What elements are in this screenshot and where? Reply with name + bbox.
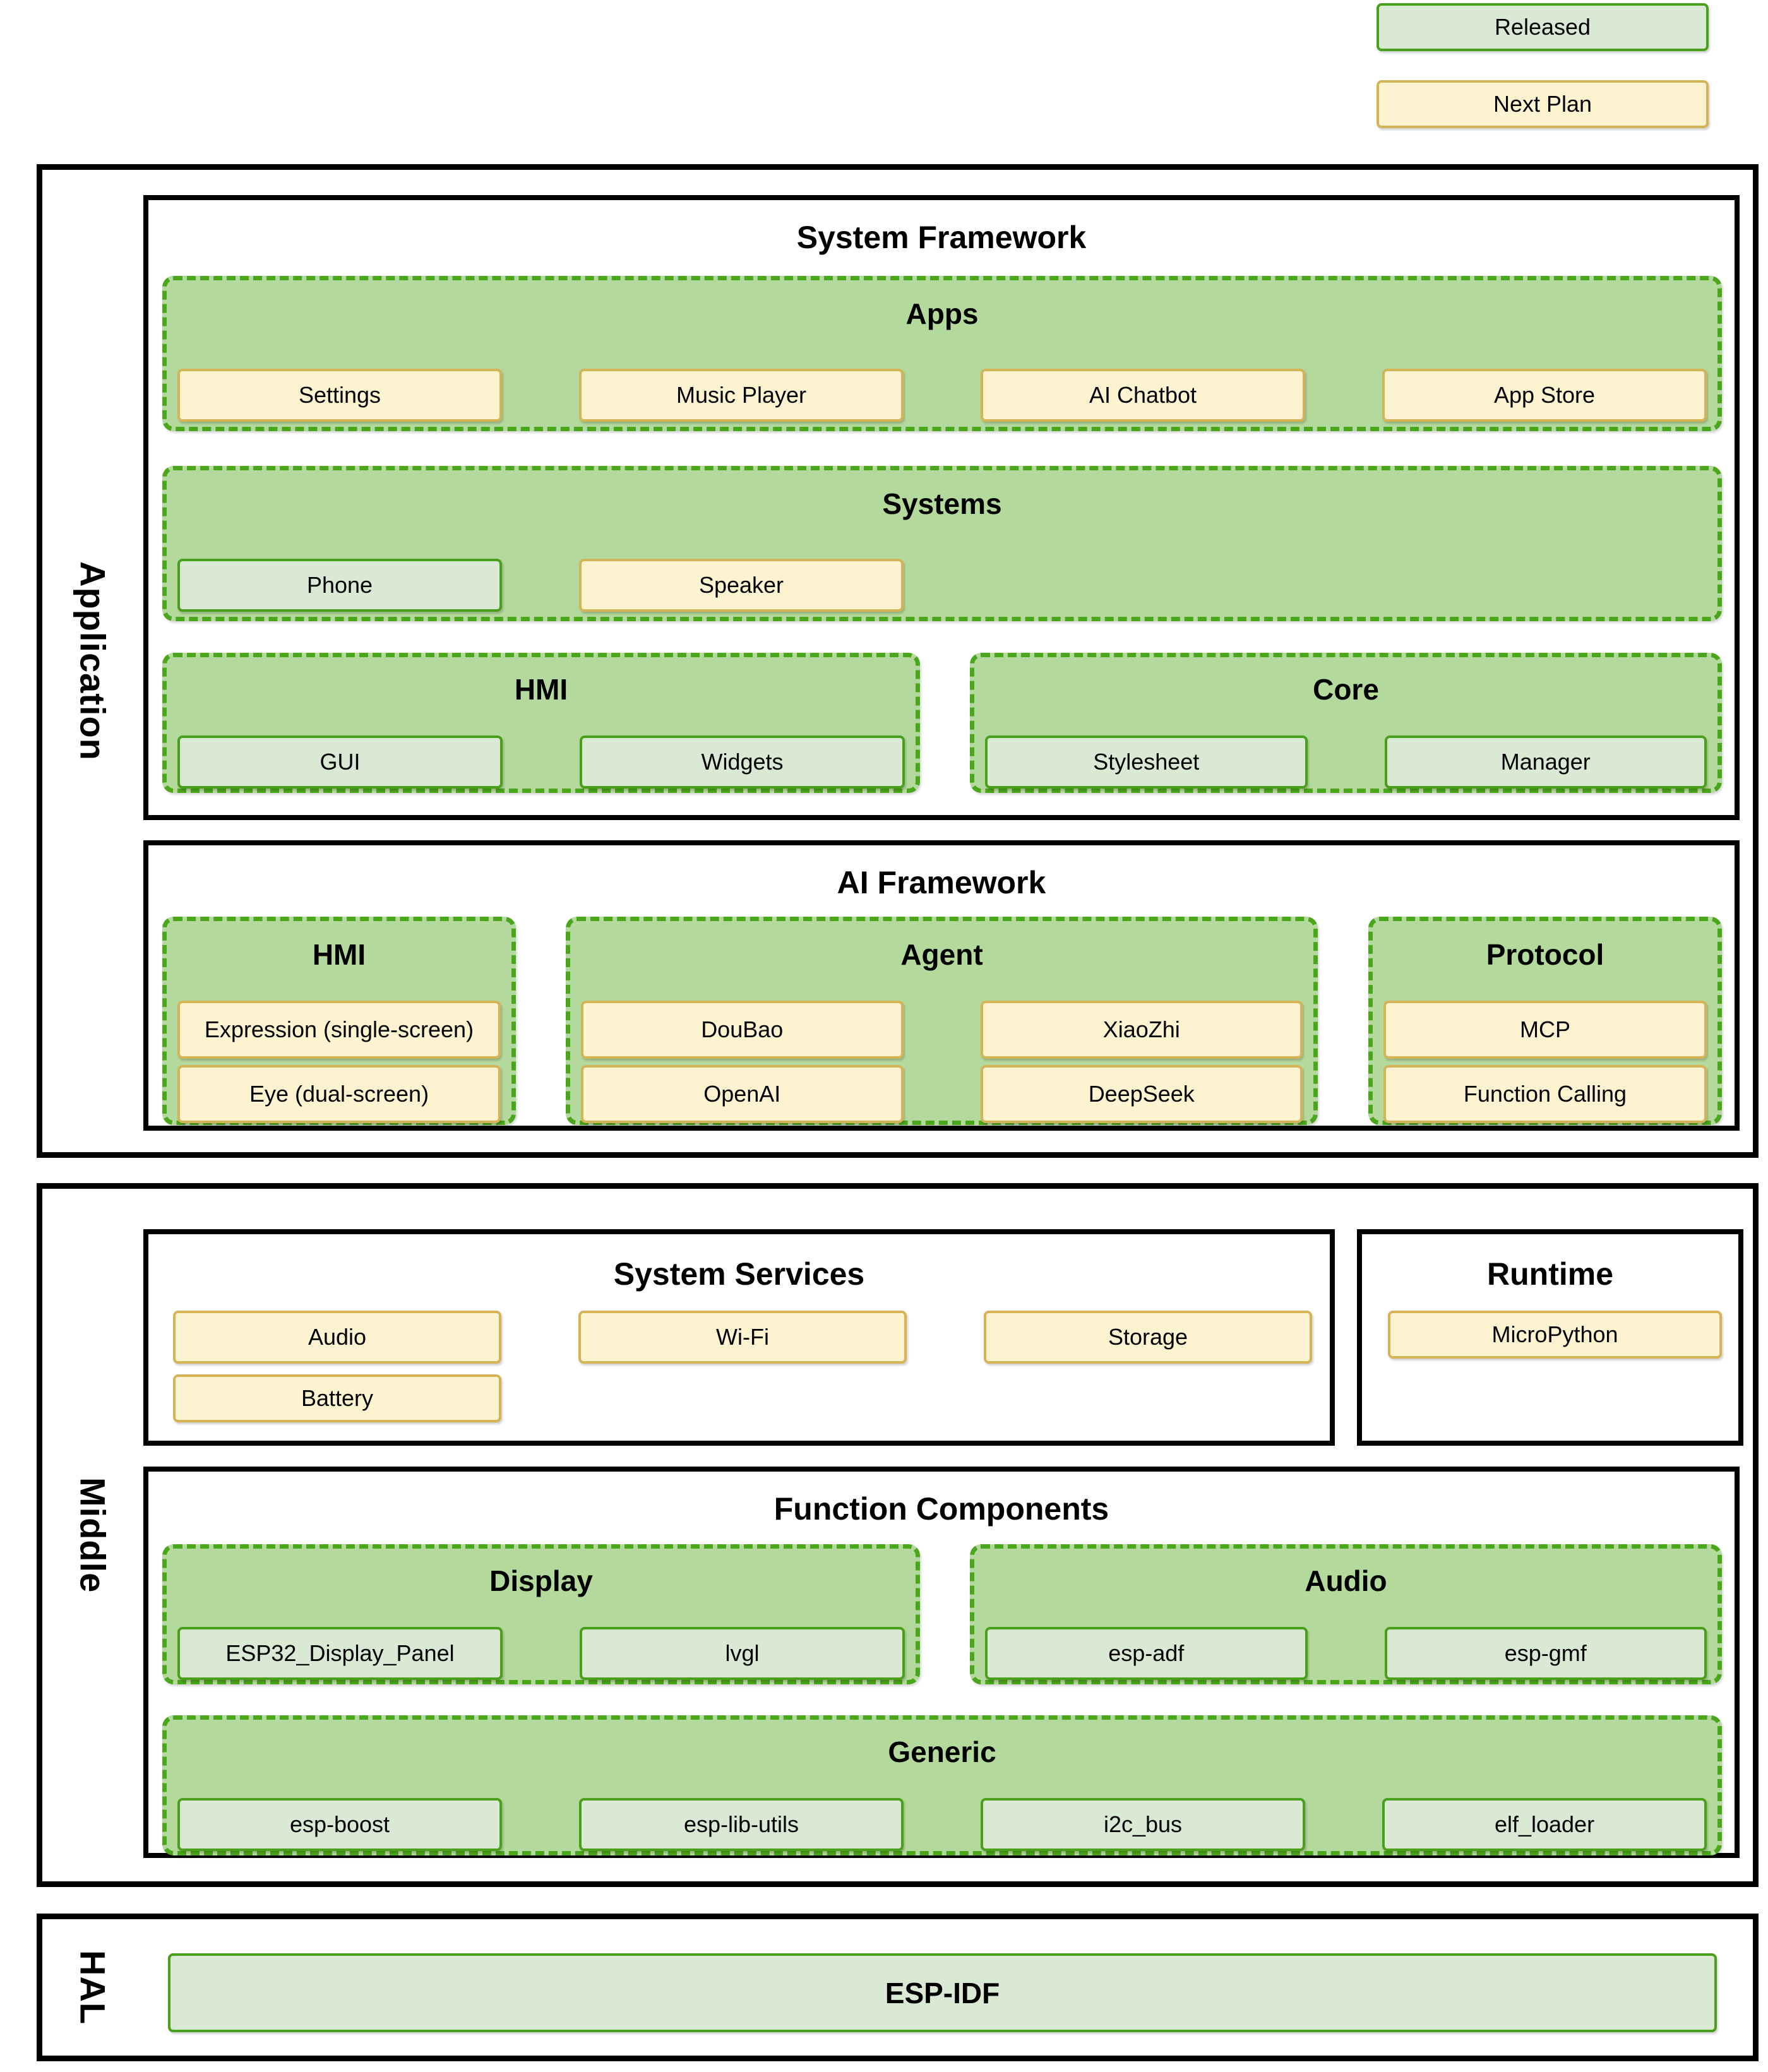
node-stylesheet: Stylesheet bbox=[985, 735, 1308, 789]
protocol-title: Protocol bbox=[1486, 938, 1604, 971]
container-display: Display ESP32_Display_Panel lvgl bbox=[162, 1544, 920, 1684]
layer-middle: Middle System Services Audio Wi-Fi Stora… bbox=[37, 1183, 1759, 1887]
node-audio-service: Audio bbox=[173, 1311, 501, 1364]
node-app-store: App Store bbox=[1382, 369, 1707, 422]
container-generic: Generic esp-boost esp-lib-utils i2c_bus … bbox=[162, 1715, 1722, 1855]
legend-released: Released bbox=[1377, 3, 1709, 51]
node-lvgl: lvgl bbox=[580, 1627, 905, 1680]
systems-title: Systems bbox=[882, 487, 1002, 520]
container-audio: Audio esp-adf esp-gmf bbox=[970, 1544, 1722, 1684]
node-manager: Manager bbox=[1384, 735, 1707, 789]
node-elf-loader: elf_loader bbox=[1382, 1798, 1707, 1851]
node-esp-adf: esp-adf bbox=[985, 1627, 1308, 1680]
node-i2c-bus: i2c_bus bbox=[981, 1798, 1305, 1851]
node-gui: GUI bbox=[177, 735, 503, 789]
container-core: Core Stylesheet Manager bbox=[970, 653, 1722, 793]
node-esp-idf: ESP-IDF bbox=[168, 1953, 1717, 2032]
audio-title: Audio bbox=[1305, 1564, 1387, 1597]
node-mcp: MCP bbox=[1383, 1001, 1707, 1059]
box-ai-framework: AI Framework HMI Expression (single-scre… bbox=[143, 840, 1740, 1131]
system-services-title: System Services bbox=[613, 1256, 865, 1292]
container-agent: Agent DouBao XiaoZhi OpenAI DeepSeek bbox=[566, 917, 1318, 1125]
hmi-ai-title: HMI bbox=[312, 938, 366, 971]
node-battery: Battery bbox=[173, 1374, 501, 1422]
ai-framework-title: AI Framework bbox=[837, 865, 1046, 900]
legend-next-plan: Next Plan bbox=[1377, 80, 1709, 128]
application-label-strip: Application bbox=[42, 170, 143, 1152]
container-hmi-ai: HMI Expression (single-screen) Eye (dual… bbox=[162, 917, 516, 1125]
node-esp32-display-panel: ESP32_Display_Panel bbox=[177, 1627, 503, 1680]
container-apps: Apps Settings Music Player AI Chatbot Ap… bbox=[162, 276, 1722, 431]
node-wifi: Wi-Fi bbox=[578, 1311, 907, 1364]
box-system-services: System Services Audio Wi-Fi Storage Batt… bbox=[143, 1229, 1335, 1446]
node-deepseek: DeepSeek bbox=[980, 1065, 1303, 1123]
box-function-components: Function Components Display ESP32_Displa… bbox=[143, 1467, 1740, 1858]
node-speaker: Speaker bbox=[579, 559, 904, 612]
application-label: Application bbox=[73, 561, 113, 761]
agent-title: Agent bbox=[900, 938, 983, 971]
node-music-player: Music Player bbox=[579, 369, 904, 422]
node-eye-dual-screen: Eye (dual-screen) bbox=[177, 1065, 501, 1123]
hmi-system-title: HMI bbox=[514, 673, 568, 706]
node-phone: Phone bbox=[177, 559, 502, 612]
node-esp-lib-utils: esp-lib-utils bbox=[579, 1798, 904, 1851]
generic-title: Generic bbox=[888, 1736, 996, 1768]
hal-label: HAL bbox=[73, 1950, 113, 2025]
node-expression-single-screen: Expression (single-screen) bbox=[177, 1001, 501, 1059]
node-esp-boost: esp-boost bbox=[177, 1798, 502, 1851]
node-storage: Storage bbox=[984, 1311, 1312, 1364]
layer-application: Application System Framework Apps Settin… bbox=[37, 164, 1759, 1158]
layer-hal: HAL ESP-IDF bbox=[37, 1914, 1759, 2061]
node-settings: Settings bbox=[177, 369, 502, 422]
display-title: Display bbox=[489, 1564, 593, 1597]
system-framework-title: System Framework bbox=[796, 220, 1087, 255]
node-esp-gmf: esp-gmf bbox=[1384, 1627, 1707, 1680]
container-hmi-system: HMI GUI Widgets bbox=[162, 653, 920, 793]
container-protocol: Protocol MCP Function Calling bbox=[1368, 917, 1722, 1125]
box-system-framework: System Framework Apps Settings Music Pla… bbox=[143, 195, 1740, 820]
runtime-title: Runtime bbox=[1487, 1256, 1613, 1292]
node-doubao: DouBao bbox=[581, 1001, 904, 1059]
box-runtime: Runtime MicroPython bbox=[1357, 1229, 1743, 1446]
core-title: Core bbox=[1313, 673, 1379, 706]
node-widgets: Widgets bbox=[580, 735, 905, 789]
function-components-title: Function Components bbox=[774, 1491, 1109, 1527]
node-ai-chatbot: AI Chatbot bbox=[981, 369, 1305, 422]
node-micropython: MicroPython bbox=[1388, 1311, 1722, 1359]
middle-label: Middle bbox=[73, 1477, 113, 1593]
apps-title: Apps bbox=[905, 297, 979, 330]
hal-label-strip: HAL bbox=[42, 1919, 143, 2056]
node-openai: OpenAI bbox=[581, 1065, 904, 1123]
node-xiaozhi: XiaoZhi bbox=[980, 1001, 1303, 1059]
node-function-calling: Function Calling bbox=[1383, 1065, 1707, 1123]
container-systems: Systems Phone Speaker bbox=[162, 466, 1722, 621]
middle-label-strip: Middle bbox=[42, 1189, 143, 1881]
